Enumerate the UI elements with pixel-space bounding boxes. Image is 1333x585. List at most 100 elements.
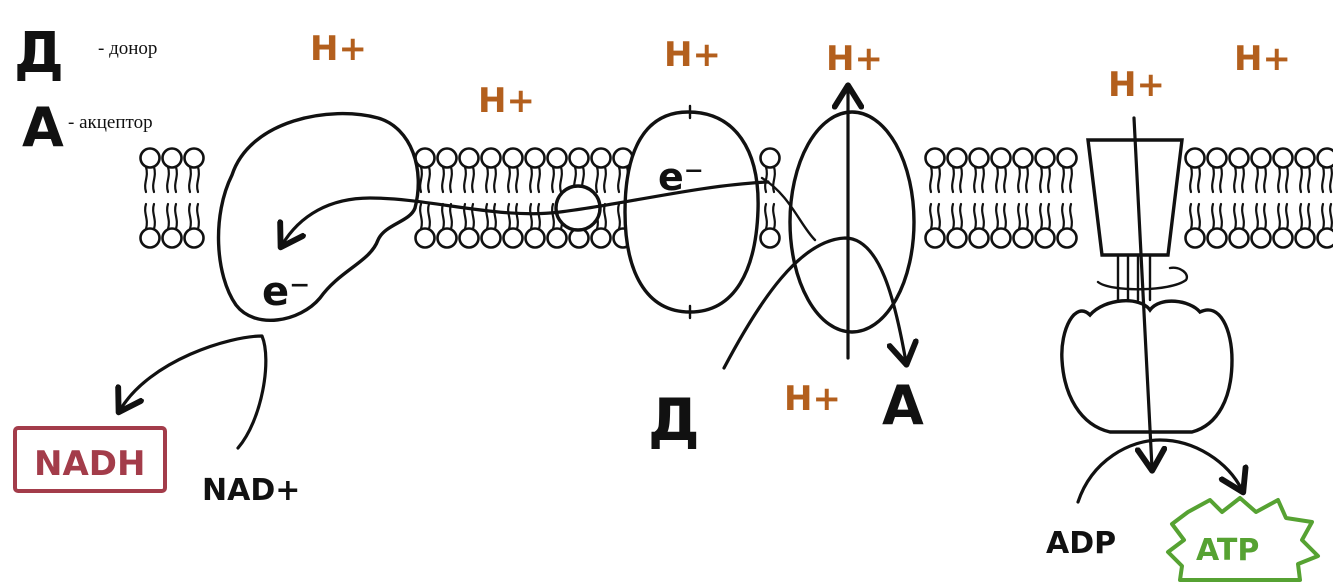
lipid-tail [929,202,933,231]
legend: Д - донор A - акцептор [14,21,157,159]
lipid-tail [959,202,963,231]
lipid-tail [493,202,497,231]
lipid-tail [152,165,156,194]
lipid-tail [188,165,192,194]
lipid-head [1206,227,1228,249]
lipid-head [1316,227,1333,249]
lipid-tail [1211,202,1215,231]
middle-complex: e⁻ [623,104,760,320]
lipid-tail [595,165,599,194]
lipid-tail [188,202,192,231]
complex-one: e⁻ [216,111,420,322]
lipid-head [1228,227,1250,249]
lipid-head [1184,147,1206,169]
lipid-head [436,227,458,249]
lipid-tail [152,202,156,231]
nad-to-nadh-arrow [120,334,268,450]
lipid-tail [1329,165,1333,194]
lipid-head [524,227,546,249]
lipid-head [139,147,161,169]
legend-acceptor-symbol: A [22,96,64,159]
lipid-head [946,227,968,249]
lipid-head [1250,227,1272,249]
lipid-tail [772,202,776,231]
lipid-tail [449,165,453,194]
lipid-tail [1233,165,1237,194]
lipid-tail [471,165,475,194]
adp-to-atp-arrow [1076,438,1242,504]
lipid-tail [1277,165,1281,194]
lipid-tail [981,165,985,194]
lipid-head [1056,147,1078,169]
lipid-tail [1321,165,1325,194]
lipid-head [414,147,436,169]
lipid-tail [1061,202,1065,231]
lipid-tail [1039,202,1043,231]
lipid-tail [1197,202,1201,231]
lipid-tail [441,165,445,194]
lipid-tail [617,165,621,194]
lipid-tail [1263,202,1267,231]
lipid-tail [1061,165,1065,194]
lipid-tail [603,202,607,231]
lipid-tail [772,165,776,194]
lipid-tail [1299,165,1303,194]
lipid-tail [515,202,519,231]
lipid-head [1316,147,1333,169]
lipid-tail [1069,165,1073,194]
proton-label: H+ [310,29,367,69]
lipid-head [1272,147,1294,169]
lipid-tail [1025,165,1029,194]
lipid-head [1294,147,1316,169]
lipid-head [946,147,968,169]
lipid-tail [529,202,533,231]
lipid-tail [1017,202,1021,231]
lipid-head [524,147,546,169]
lipid-tail [1329,202,1333,231]
nad-plus-label: NAD+ [202,473,300,508]
lipid-tail [1189,165,1193,194]
lipid-tail [463,165,467,194]
lipid-tail [449,202,453,231]
atp-burst [1166,496,1320,582]
lipid-tail [764,202,768,231]
lipid-tail [441,202,445,231]
lipid-tail [144,202,148,231]
adp-label: ADP [1046,526,1116,561]
lipid-head [1034,147,1056,169]
middle-complex-body [623,110,760,314]
lipid-tail [1025,202,1029,231]
lipid-tail [507,202,511,231]
lipid-tail [1219,202,1223,231]
legend-donor-text: - донор [98,38,157,59]
lipid-head [990,147,1012,169]
electron-path-arrow [282,180,770,245]
lipid-tail [551,202,555,231]
lipid-tail [196,165,200,194]
lipid-tail [1255,202,1259,231]
lipid-head [414,227,436,249]
lipid-head [1228,147,1250,169]
lipid-head [1294,227,1316,249]
lipid-tail [1233,202,1237,231]
lipid-tail [973,202,977,231]
lipid-tail [529,165,533,194]
lipid-tail [174,165,178,194]
lipid-head [502,147,524,169]
lipid-head [546,227,568,249]
lipid-head [139,227,161,249]
lipid-tail [617,202,621,231]
lipid-head [458,147,480,169]
complex-one-body [216,111,420,322]
lipid-tail [995,202,999,231]
lipid-tail [537,165,541,194]
lipid-tail [959,165,963,194]
atp-label: ATP [1196,533,1259,568]
lipid-tail [174,202,178,231]
proton-pump-body [788,110,916,334]
lipid-tail [929,165,933,194]
lipid-tail [1263,165,1267,194]
lipid-tail [427,202,431,231]
lipid-tail [603,165,607,194]
lipid-head [161,147,183,169]
